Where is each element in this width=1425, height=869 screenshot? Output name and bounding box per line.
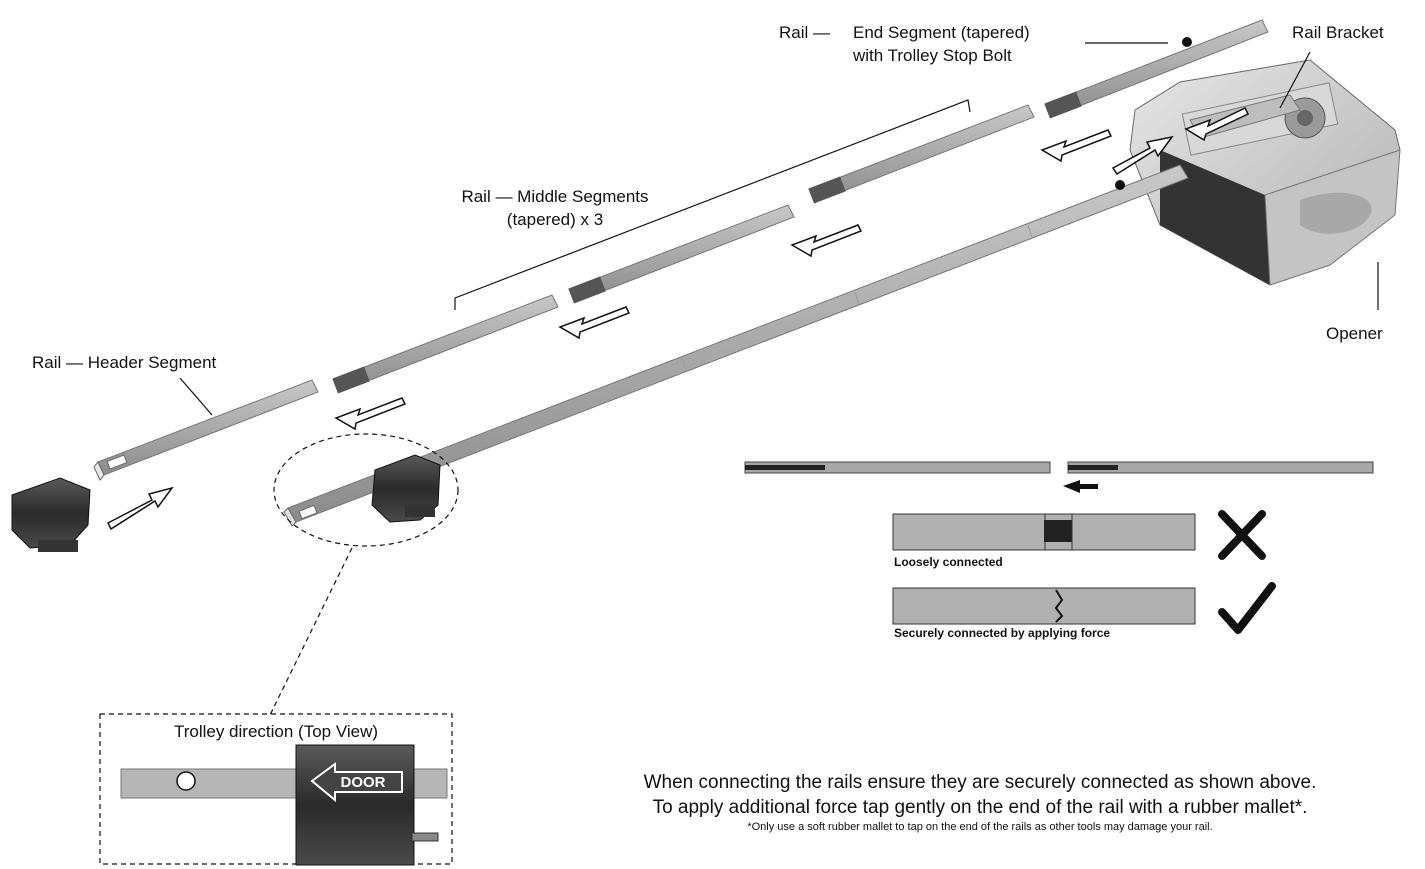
inset-top-view: DOOR (120, 744, 448, 866)
connection-detail (744, 461, 1374, 625)
door-label: DOOR (341, 774, 386, 791)
leader-lines (179, 42, 1379, 716)
middle-segments-label-line2: (tapered) x 3 (506, 210, 604, 229)
arrow-icon (1184, 107, 1250, 142)
opener-unit (1129, 59, 1401, 286)
opener-label: Opener (1326, 324, 1383, 343)
arrow-icon (1111, 135, 1174, 176)
assembly-arrows (106, 107, 1250, 531)
arrow-icon (106, 486, 174, 531)
rail-end-segment (1044, 19, 1269, 119)
rail-middle-segment-2 (568, 204, 795, 304)
header-segment-label: Rail — Header Segment (32, 353, 217, 372)
note-line-2: To apply additional force tap gently on … (652, 797, 1308, 818)
inset-title: Trolley direction (Top View) (173, 722, 379, 741)
trolley-top-view (295, 744, 415, 866)
rail-header-segment (93, 379, 319, 481)
stop-bolt-icon (176, 771, 196, 791)
push-arrow-icon (1063, 480, 1098, 493)
loosely-connected-label: Loosely connected (894, 555, 1003, 569)
check-icon (1218, 582, 1276, 634)
note-footnote: *Only use a soft rubber mallet to tap on… (747, 821, 1213, 833)
arrow-icon (334, 397, 407, 431)
rail-middle-segment-1 (332, 294, 559, 394)
cross-icon (1218, 510, 1266, 560)
trolley-on-rail (371, 454, 441, 523)
rail-bracket-label: Rail Bracket (1292, 23, 1384, 42)
end-segment-label-line2: with Trolley Stop Bolt (853, 46, 1012, 65)
trolley-loose (11, 477, 91, 552)
arrow-icon (790, 224, 863, 258)
middle-segments-label-line1: Rail — Middle Segments (461, 187, 649, 206)
end-segment-label-line1: End Segment (tapered) (853, 23, 1030, 42)
trolley-stop-bolt (1182, 37, 1192, 47)
end-segment-prefix: Rail — (779, 23, 831, 42)
inset-box (99, 713, 453, 865)
rail-middle-segment-3 (808, 104, 1035, 204)
assembled-rail (283, 164, 1189, 527)
stop-bolt-marker (1115, 180, 1125, 190)
securely-connected-label: Securely connected by applying force (894, 626, 1111, 640)
detail-callout-circle (273, 433, 459, 547)
arrow-icon (558, 306, 631, 340)
door-arrow-icon (310, 762, 403, 803)
note-line-1: When connecting the rails ensure they ar… (643, 772, 1317, 793)
arrow-icon (1040, 129, 1113, 163)
